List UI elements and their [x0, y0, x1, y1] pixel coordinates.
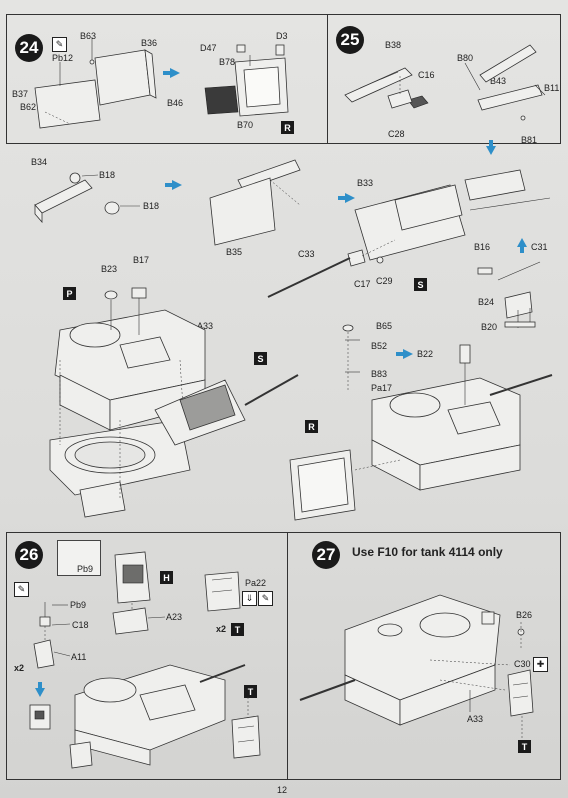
label-a11: A11: [71, 652, 87, 662]
tag-r-mid: R: [305, 420, 318, 433]
label-b33: B33: [357, 178, 374, 188]
label-c18: C18: [72, 620, 89, 630]
label-b16: B16: [474, 242, 491, 252]
label-d47: D47: [200, 43, 217, 53]
label-c30: C30: [514, 659, 531, 669]
label-c33: C33: [298, 249, 315, 259]
label-b35: B35: [226, 247, 243, 257]
step-25-number: 25: [336, 26, 364, 54]
step-25-frame: [326, 14, 561, 144]
glue-icon: ✎: [52, 37, 67, 52]
tag-s-mid: S: [254, 352, 267, 365]
label-b36: B36: [141, 38, 158, 48]
label-b24: B24: [478, 297, 495, 307]
option-icon: ✚: [533, 657, 548, 672]
label-b46: B46: [167, 98, 184, 108]
multiplier-x2-a: x2: [216, 624, 227, 634]
label-b83: B83: [371, 369, 388, 379]
label-b23: B23: [101, 264, 118, 274]
label-a23: A23: [166, 612, 183, 622]
page-number: 12: [277, 785, 288, 795]
label-pb12: Pb12: [52, 53, 74, 63]
tag-p: P: [63, 287, 76, 300]
tag-r-step24: R: [281, 121, 294, 134]
step-27-frame: [286, 532, 561, 780]
tag-t-27: T: [518, 740, 531, 753]
label-pa22: Pa22: [245, 578, 267, 588]
cement-icon: ✎: [14, 582, 29, 597]
step-26-frame: [6, 532, 288, 780]
step-24-number: 24: [15, 34, 43, 62]
step-24-frame: [6, 14, 328, 144]
step-27-note: Use F10 for tank 4114 only: [352, 545, 503, 559]
tag-t-26b: T: [244, 685, 257, 698]
label-pb9: Pb9: [70, 600, 87, 610]
label-c29: C29: [376, 276, 393, 286]
label-b38: B38: [385, 40, 402, 50]
label-b18-b: B18: [143, 201, 160, 211]
label-pb9-box: Pb9: [77, 564, 94, 574]
label-c17: C17: [354, 279, 371, 289]
step-26-number: 26: [15, 541, 43, 569]
label-b20: B20: [481, 322, 498, 332]
label-pa17: Pa17: [371, 383, 393, 393]
label-b65: B65: [376, 321, 393, 331]
multiplier-x2-b: x2: [14, 663, 25, 673]
label-b11: B11: [544, 83, 560, 93]
glue-icon-26: ✎: [258, 591, 273, 606]
label-b63: B63: [80, 31, 97, 41]
label-b70: B70: [237, 120, 254, 130]
tag-h: H: [160, 571, 173, 584]
step-27-number: 27: [312, 541, 340, 569]
label-b34: B34: [31, 157, 48, 167]
label-b62: B62: [20, 102, 37, 112]
label-b81: B81: [521, 135, 538, 145]
paint-swatch-box: [57, 540, 101, 576]
label-c31: C31: [531, 242, 548, 252]
drill-icon: ⇓: [242, 591, 257, 606]
label-b43: B43: [490, 76, 507, 86]
label-b26: B26: [516, 610, 533, 620]
label-b80: B80: [457, 53, 474, 63]
label-b78: B78: [219, 57, 236, 67]
label-c28: C28: [388, 129, 405, 139]
label-b22: B22: [417, 349, 434, 359]
label-b17: B17: [133, 255, 150, 265]
tag-t-26a: T: [231, 623, 244, 636]
label-b37: B37: [12, 89, 29, 99]
label-a33-27: A33: [467, 714, 484, 724]
label-c16: C16: [418, 70, 435, 80]
label-b18-a: B18: [99, 170, 116, 180]
label-b52: B52: [371, 341, 388, 351]
label-d3: D3: [276, 31, 288, 41]
tag-s-top: S: [414, 278, 427, 291]
label-a33: A33: [197, 321, 214, 331]
